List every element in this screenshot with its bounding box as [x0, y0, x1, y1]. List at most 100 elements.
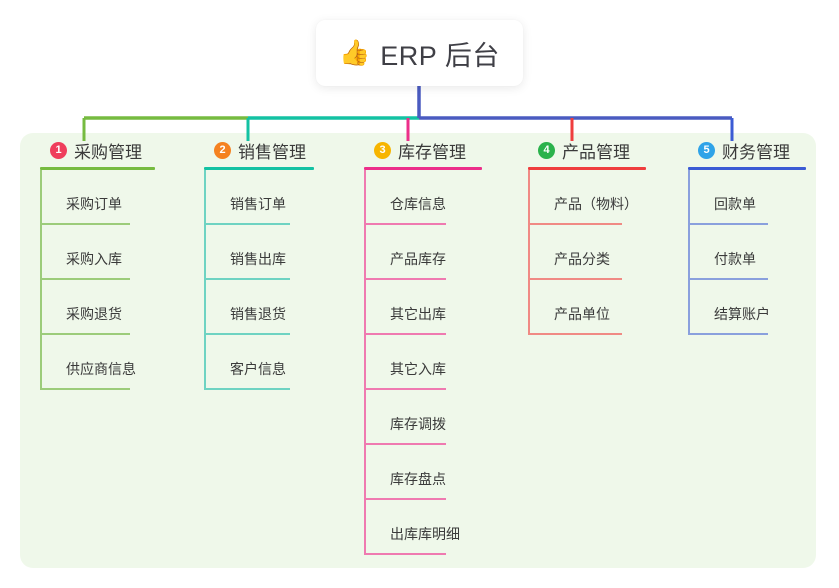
menu-item[interactable]: 库存盘点	[364, 445, 496, 500]
menu-item-label: 出库库明细	[390, 526, 460, 542]
menu-item-rule	[528, 223, 622, 225]
menu-item[interactable]: 产品（物料）	[528, 170, 660, 225]
menu-item-label: 结算账户	[714, 306, 770, 322]
menu-item[interactable]: 仓库信息	[364, 170, 496, 225]
menu-item[interactable]: 其它出库	[364, 280, 496, 335]
menu-item-rule	[688, 278, 768, 280]
menu-item[interactable]: 库存调拨	[364, 390, 496, 445]
column-header-1[interactable]: 1 采购管理	[32, 133, 182, 167]
menu-item-label: 其它出库	[390, 306, 446, 322]
menu-item[interactable]: 销售出库	[204, 225, 336, 280]
column-title-3: 库存管理	[398, 142, 466, 162]
column-header-rule-1	[40, 167, 155, 170]
menu-item-rule	[688, 223, 768, 225]
menu-item-label: 库存盘点	[390, 471, 446, 487]
menu-item[interactable]: 产品单位	[528, 280, 660, 335]
column-items-4: 产品（物料） 产品分类产品单位	[528, 170, 660, 335]
menu-item-rule	[364, 388, 446, 390]
column-spine-4	[528, 170, 530, 335]
menu-item[interactable]: 出库库明细	[364, 500, 496, 555]
menu-item-label: 产品分类	[554, 251, 610, 267]
column-items-1: 采购订单采购入库采购退货供应商信息	[40, 170, 182, 390]
menu-item-label: 采购退货	[66, 306, 122, 322]
column-header-3[interactable]: 3 库存管理	[356, 133, 496, 167]
menu-item-label: 库存调拨	[390, 416, 446, 432]
menu-item-label: 采购入库	[66, 251, 122, 267]
menu-item[interactable]: 结算账户	[688, 280, 810, 335]
column-items-5: 回款单付款单结算账户	[688, 170, 810, 335]
menu-item[interactable]: 销售订单	[204, 170, 336, 225]
column-4: 4 产品管理产品（物料） 产品分类产品单位	[520, 133, 660, 335]
menu-item-label: 销售出库	[230, 251, 286, 267]
column-badge-3: 3	[374, 141, 391, 159]
menu-item-rule	[688, 333, 768, 335]
column-header-rule-5	[688, 167, 806, 170]
column-spine-3	[364, 170, 366, 555]
content-panel	[20, 133, 816, 568]
menu-item[interactable]: 产品库存	[364, 225, 496, 280]
menu-item-rule	[204, 333, 290, 335]
column-header-rule-4	[528, 167, 646, 170]
menu-item[interactable]: 销售退货	[204, 280, 336, 335]
menu-item-rule	[364, 223, 446, 225]
column-header-4[interactable]: 4 产品管理	[520, 133, 660, 167]
menu-item[interactable]: 采购入库	[40, 225, 182, 280]
menu-item-rule	[40, 388, 130, 390]
menu-item[interactable]: 回款单	[688, 170, 810, 225]
menu-item-rule	[364, 443, 446, 445]
menu-item-rule	[364, 278, 446, 280]
column-badge-1: 1	[50, 141, 67, 159]
menu-item-rule	[40, 333, 130, 335]
menu-item-rule	[528, 278, 622, 280]
menu-item-label: 付款单	[714, 251, 756, 267]
menu-item-rule	[364, 333, 446, 335]
menu-item-rule	[364, 498, 446, 500]
menu-item-rule	[364, 553, 446, 555]
menu-item-label: 其它入库	[390, 361, 446, 377]
column-1: 1 采购管理采购订单采购入库采购退货供应商信息	[32, 133, 182, 390]
column-badge-5: 5	[698, 141, 715, 159]
column-items-2: 销售订单销售出库销售退货客户信息	[204, 170, 336, 390]
menu-item[interactable]: 其它入库	[364, 335, 496, 390]
column-spine-1	[40, 170, 42, 390]
column-spine-2	[204, 170, 206, 390]
column-title-1: 采购管理	[74, 142, 142, 162]
menu-item-label: 回款单	[714, 196, 756, 212]
column-badge-2: 2	[214, 141, 231, 159]
menu-item[interactable]: 客户信息	[204, 335, 336, 390]
menu-item[interactable]: 付款单	[688, 225, 810, 280]
root-title: ERP 后台	[380, 40, 500, 71]
menu-item-label: 销售订单	[230, 196, 286, 212]
menu-item-label: 客户信息	[230, 361, 286, 377]
menu-item-label: 供应商信息	[66, 361, 136, 377]
menu-item[interactable]: 采购订单	[40, 170, 182, 225]
menu-item[interactable]: 产品分类	[528, 225, 660, 280]
menu-item-label: 产品库存	[390, 251, 446, 267]
column-3: 3 库存管理仓库信息产品库存其它出库其它入库库存调拨库存盘点出库库明细	[356, 133, 496, 555]
column-title-4: 产品管理	[562, 142, 630, 162]
root-node[interactable]: 👍 ERP 后台	[316, 20, 523, 86]
menu-item-label: 采购订单	[66, 196, 122, 212]
menu-item-rule	[528, 333, 622, 335]
menu-item-label: 销售退货	[230, 306, 286, 322]
menu-item-rule	[40, 278, 130, 280]
menu-item-rule	[204, 278, 290, 280]
menu-item-rule	[204, 223, 290, 225]
menu-item[interactable]: 供应商信息	[40, 335, 182, 390]
column-header-rule-2	[204, 167, 314, 170]
column-items-3: 仓库信息产品库存其它出库其它入库库存调拨库存盘点出库库明细	[364, 170, 496, 555]
column-badge-4: 4	[538, 141, 555, 159]
thumbs-up-icon: 👍	[339, 38, 371, 67]
menu-item-rule	[204, 388, 290, 390]
column-spine-5	[688, 170, 690, 335]
menu-item[interactable]: 采购退货	[40, 280, 182, 335]
menu-item-label: 仓库信息	[390, 196, 446, 212]
menu-item-label: 产品（物料）	[554, 196, 638, 212]
menu-item-rule	[40, 223, 130, 225]
column-header-rule-3	[364, 167, 482, 170]
